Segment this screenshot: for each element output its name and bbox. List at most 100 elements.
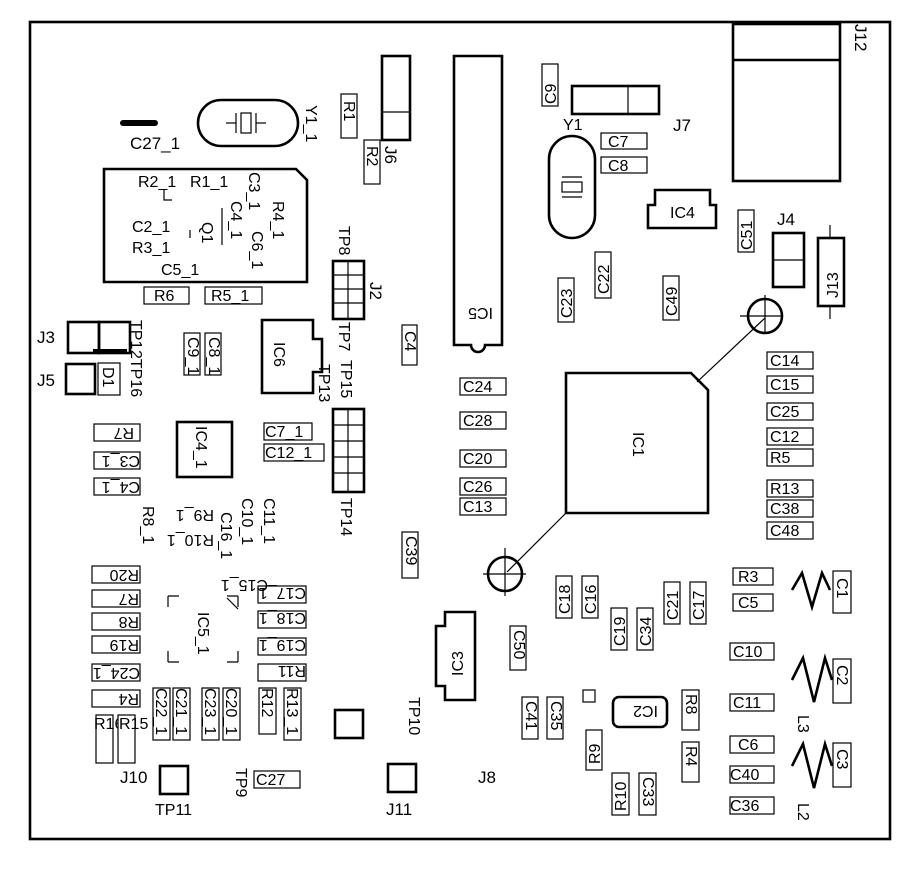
c6-label: C6: [738, 737, 759, 754]
c7-1-label: C7_1: [265, 424, 303, 441]
tp9-label: TP9: [232, 768, 249, 797]
r2-1-label: R2_1: [138, 174, 176, 191]
r4-1-label: R4_1: [269, 201, 286, 239]
ic6-label: IC6: [270, 342, 287, 367]
c39-label: C39: [402, 536, 419, 565]
c19-1-label: C19_1: [259, 636, 306, 653]
r8-1-label: R8_1: [139, 506, 156, 544]
c41-label: C41: [522, 701, 539, 730]
c50-label: C50: [510, 630, 527, 659]
c22-1-label: C22_1: [152, 688, 169, 735]
c20-1-label: C20_1: [222, 688, 239, 735]
c26-label: C26: [463, 479, 492, 496]
tp1-label: TP1: [127, 320, 144, 349]
r9-label: R9: [587, 743, 604, 764]
j12-label: J12: [851, 24, 870, 51]
r10-1-label: R10_1: [167, 531, 214, 548]
r3-label: R3: [738, 569, 759, 586]
c13-label: C13: [463, 499, 492, 516]
c33-label: C33: [639, 777, 656, 806]
ic5-label: IC5: [468, 304, 493, 321]
ic4-1-label: IC4_1: [192, 426, 209, 469]
ic-ic4: IC4: [646, 188, 718, 230]
c14-label: C14: [770, 353, 799, 370]
j7-label: J7: [673, 116, 691, 135]
inductor-l3: [790, 653, 834, 703]
r1-1-label: R1_1: [190, 174, 228, 191]
c11-1-label: C11_1: [260, 498, 277, 544]
ic5-1-label: IC5_1: [194, 612, 211, 655]
c25-label: C25: [770, 404, 799, 421]
resistor-r2: [363, 139, 381, 185]
c8-label: C8: [608, 158, 629, 175]
tp2-label: 2TP16: [127, 350, 144, 397]
c34-label: C34: [638, 617, 655, 646]
c18-label: C18: [557, 585, 574, 614]
y1-1-label: Y1_1: [302, 105, 319, 142]
c4-label: C4: [401, 331, 418, 352]
l2-label: L2: [794, 803, 811, 821]
c1-label: C1: [833, 578, 850, 599]
inductor-l1: [790, 569, 832, 612]
c12-label: C12: [770, 429, 799, 446]
r7-2-label: R7: [118, 590, 139, 607]
r20-label: R20: [110, 566, 139, 583]
connector-j7: J7: [570, 84, 691, 135]
pad-j11: [386, 762, 418, 794]
q1-label: Q1: [198, 222, 215, 243]
resistor-r1: [340, 93, 358, 139]
ic1-label: IC1: [629, 432, 646, 457]
c40-label: C40: [730, 767, 759, 784]
r3-1-label: R3_1: [132, 240, 170, 257]
c49-label: C49: [664, 287, 681, 316]
c12-1-label: C12_1: [265, 445, 312, 462]
c9-1-label: C9_1: [184, 337, 201, 375]
ic3-label: IC3: [450, 651, 467, 676]
j3-label: J3: [37, 328, 55, 347]
c19-label: C19: [612, 617, 629, 646]
r8-2-label: R8: [118, 613, 139, 630]
module-q1-block: R2_1 R1_1 C3_1 C4_1 R4_1 C2_1 R3_1 Q1 C6…: [102, 167, 309, 284]
c23-1-label: C23_1: [201, 688, 218, 735]
tp14-label: TP14: [337, 498, 354, 536]
tp15-label: TP15: [337, 360, 354, 398]
j4-label: J4: [777, 210, 795, 229]
j13-label: J13: [825, 272, 842, 298]
c51-label: C51: [739, 221, 756, 250]
j8-label: J8: [478, 768, 496, 787]
j2-label: J2: [366, 282, 385, 300]
c38-label: C38: [770, 501, 799, 518]
c28-label: C28: [463, 413, 492, 430]
r7-label: R7: [113, 424, 134, 441]
c15-label: C15: [770, 377, 799, 394]
r16-label: R16: [94, 716, 123, 733]
c3-1-label: C3_1: [245, 172, 262, 210]
connector-j4: J4: [771, 210, 806, 289]
c17-label: C17: [691, 591, 708, 620]
j5-label: J5: [37, 371, 55, 390]
ic4-label: IC4: [670, 205, 695, 222]
r13-label: R13: [770, 481, 799, 498]
c20-label: C20: [463, 451, 492, 468]
c5-label: C5: [738, 595, 759, 612]
c6-1-label: C6_1: [248, 231, 265, 269]
c17-1-label: C17_1: [259, 584, 306, 601]
c3-left-label: C3_1: [102, 452, 140, 469]
r9-1-label: R9_1: [176, 506, 214, 523]
ic-ic3: IC3: [434, 610, 477, 702]
c9-label: C9: [543, 83, 560, 104]
c16-label: C16: [583, 585, 600, 614]
c4-left-label: C4_1: [102, 478, 140, 495]
c48-label: C48: [770, 523, 799, 540]
tp7-label: TP7: [335, 322, 352, 351]
j11-label: J11: [386, 800, 412, 819]
r12-label: R12: [258, 688, 275, 717]
c8-1-label: C8_1: [205, 337, 222, 375]
j10-label: J10: [120, 768, 147, 787]
r19-label: R19: [110, 636, 139, 653]
c2-1-label: C2_1: [132, 219, 170, 236]
r13-1-label: R13_1: [283, 688, 300, 735]
c23-label: C23: [559, 289, 576, 318]
r1-label: R1: [340, 101, 357, 122]
